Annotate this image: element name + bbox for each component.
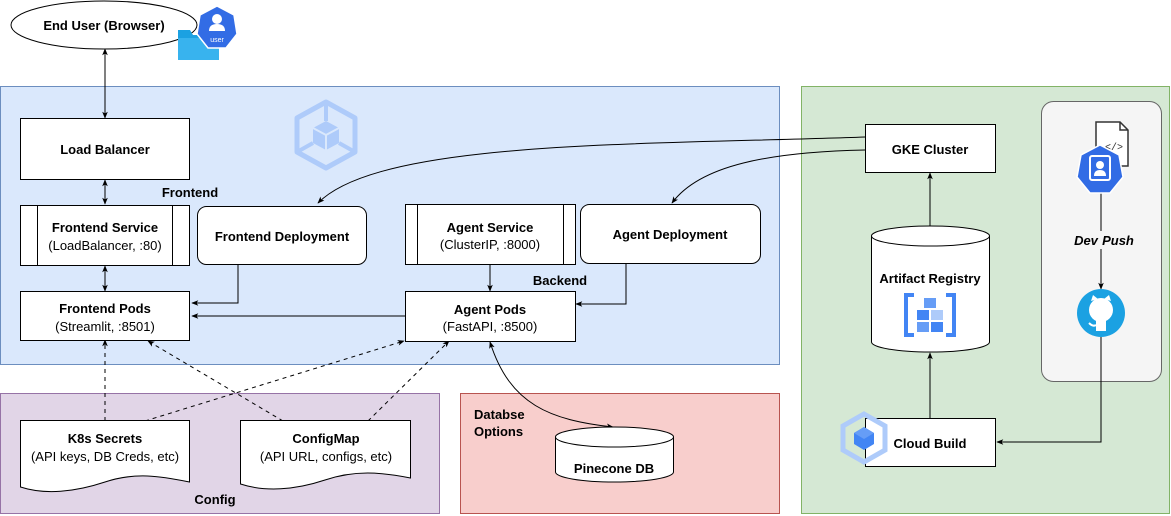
end-user-label: End User (Browser) — [43, 18, 164, 33]
edge-github-cloudbuild — [996, 337, 1102, 445]
edge-gke-agent-deployment — [671, 149, 866, 204]
configmap-title: ConfigMap — [292, 431, 359, 446]
configmap-node: ConfigMap (API URL, configs, etc) — [240, 420, 411, 490]
dev-push-label-word2: Push — [1102, 233, 1134, 248]
cloud-build-icon — [840, 411, 888, 465]
user-badge-label: user — [210, 37, 224, 44]
user-icon: user — [196, 5, 238, 49]
agent-service-title: Agent Service — [447, 220, 534, 235]
artifact-registry-node: Artifact Registry — [871, 225, 990, 353]
frontend-pods-node: Frontend Pods (Streamlit, :8501) — [20, 291, 190, 341]
k8s-secrets-title: K8s Secrets — [68, 431, 142, 446]
agent-pods-node: Agent Pods (FastAPI, :8500) — [405, 291, 576, 342]
database-region-label-line2: Options — [474, 424, 523, 439]
frontend-deployment-label: Frontend Deployment — [215, 229, 350, 244]
edge-gke-frontend-deployment — [317, 136, 866, 204]
edge-agent-deployment-pods — [575, 264, 627, 307]
end-user-node: End User (Browser) — [10, 0, 198, 50]
frontend-service-node: Frontend Service (LoadBalancer, :80) — [20, 205, 190, 266]
gke-cluster-label: GKE Cluster — [892, 142, 969, 157]
edge-secrets-agent-pods — [144, 340, 405, 422]
backend-region-label: Backend — [533, 273, 587, 288]
load-balancer-node: Load Balancer — [20, 118, 190, 180]
frontend-region-label: Frontend — [162, 185, 218, 200]
agent-service-node: Agent Service (ClusterIP, :8000) — [405, 204, 576, 265]
frontend-pods-title: Frontend Pods — [59, 301, 151, 316]
dev-push-label-word1: Dev — [1074, 233, 1099, 248]
github-icon — [1077, 289, 1125, 337]
configmap-subtitle: (API URL, configs, etc) — [260, 449, 392, 464]
pinecone-db-node: Pinecone DB — [555, 426, 674, 483]
frontend-pods-subtitle: (Streamlit, :8501) — [55, 319, 155, 334]
frontend-service-subtitle: (LoadBalancer, :80) — [48, 238, 161, 253]
edge-frontend-deployment-pods — [191, 265, 239, 306]
pinecone-db-label: Pinecone DB — [574, 461, 654, 476]
agent-service-subtitle: (ClusterIP, :8000) — [440, 237, 540, 252]
artifact-registry-label: Artifact Registry — [879, 271, 981, 286]
frontend-deployment-node: Frontend Deployment — [197, 206, 367, 265]
gke-cluster-node: GKE Cluster — [865, 124, 996, 173]
edge-configmap-agent-pods — [367, 340, 450, 422]
agent-deployment-node: Agent Deployment — [580, 204, 761, 264]
k8s-secrets-node: K8s Secrets (API keys, DB Creds, etc) — [20, 420, 190, 493]
agent-pods-title: Agent Pods — [454, 302, 526, 317]
agent-deployment-label: Agent Deployment — [613, 227, 729, 242]
database-region-label-line1: Databse — [474, 407, 525, 422]
artifact-registry-icon — [904, 293, 956, 337]
developer-user-icon — [1076, 144, 1124, 194]
frontend-service-title: Frontend Service — [52, 220, 158, 235]
edge-configmap-frontend-pods — [147, 340, 284, 422]
k8s-secrets-subtitle: (API keys, DB Creds, etc) — [31, 449, 179, 464]
edge-agent-pods-pinecone — [489, 341, 614, 430]
cloud-build-label: Cloud Build — [894, 436, 967, 451]
config-region-label: Config — [194, 492, 235, 507]
kubernetes-engine-icon — [294, 99, 358, 171]
load-balancer-label: Load Balancer — [60, 142, 150, 157]
agent-pods-subtitle: (FastAPI, :8500) — [443, 319, 538, 334]
